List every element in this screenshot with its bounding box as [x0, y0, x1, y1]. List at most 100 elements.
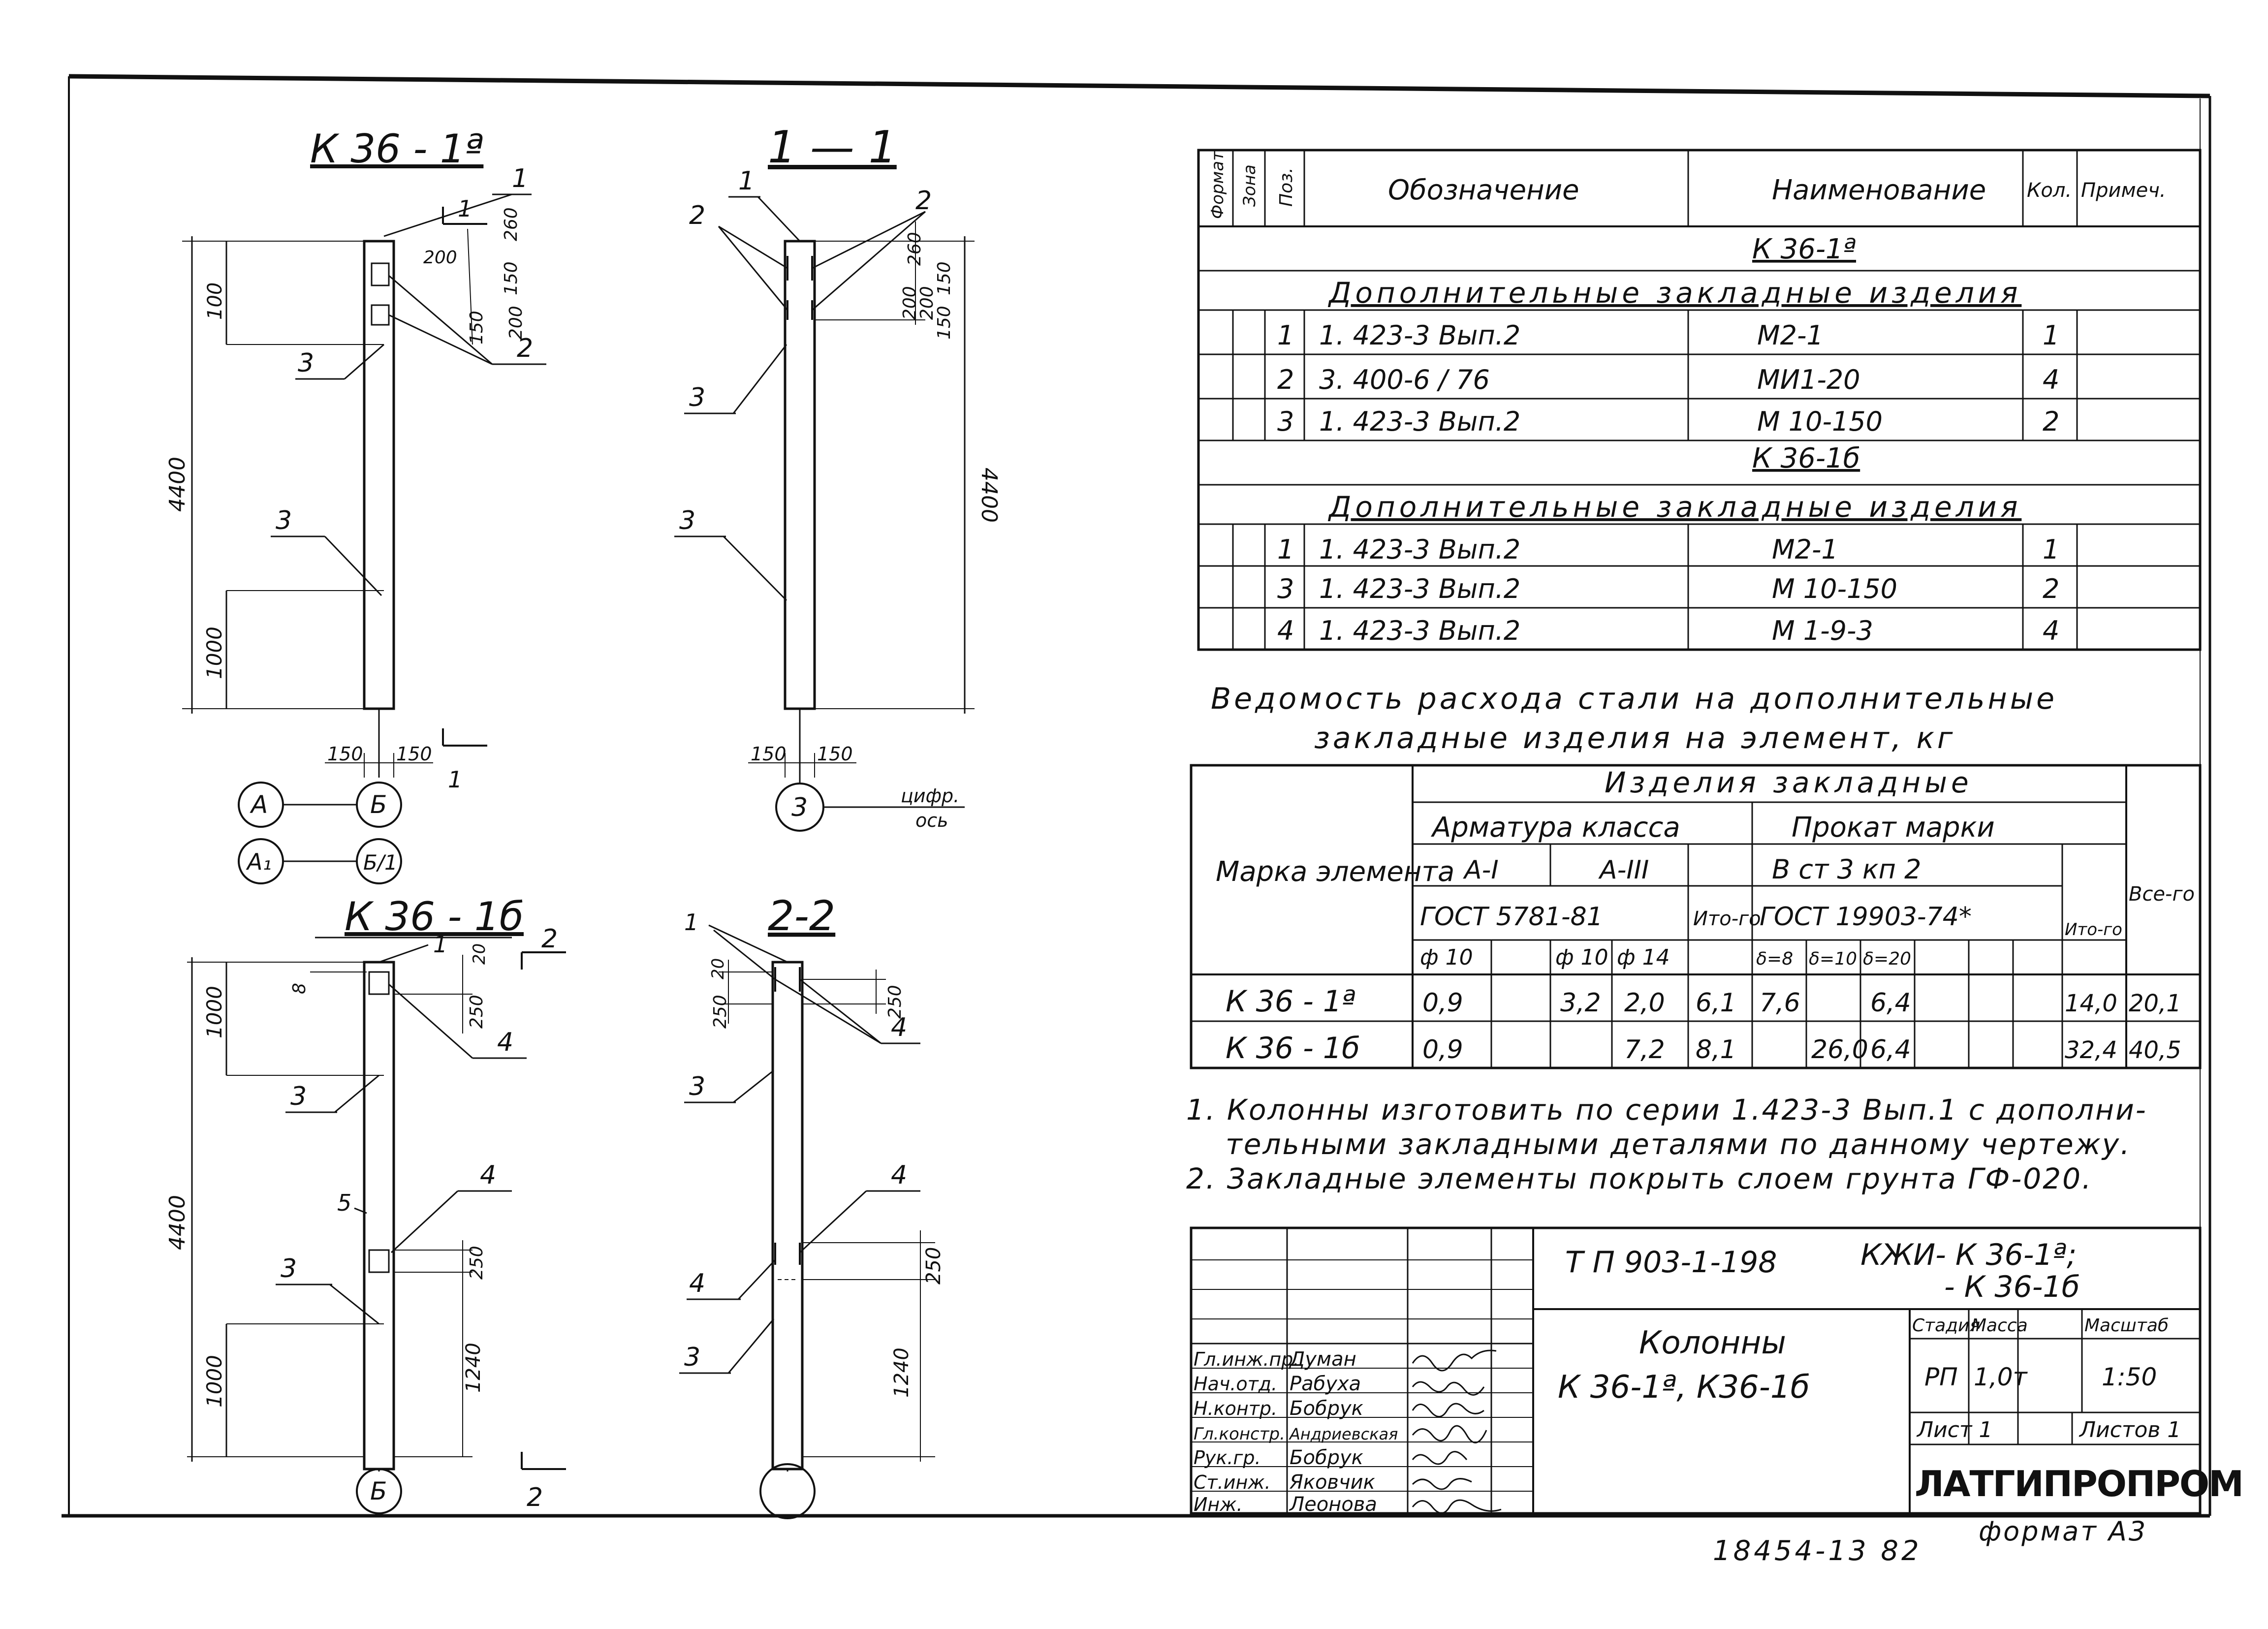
view-title: 1 — 1: [768, 122, 897, 173]
spec-header-designation: Обозначение: [1388, 174, 1579, 206]
dim-label: 260: [905, 232, 925, 266]
spec-cell-pos: 1: [1277, 534, 1294, 565]
callout: 1: [433, 931, 447, 958]
dim-label: 150: [934, 261, 954, 295]
dim-label: 150: [327, 743, 363, 765]
tb-name: Леонова: [1289, 1493, 1377, 1516]
signature: [1412, 1381, 1485, 1396]
spec-cell-qty: 1: [2043, 320, 2059, 351]
steel-header-rolled-gost: ГОСТ 19903-74*: [1760, 902, 1972, 932]
archive-number: 18454-13 82: [1713, 1535, 1922, 1567]
steel-subcol: ф 10: [1555, 945, 1608, 970]
spec-cell-name: М2-1: [1772, 534, 1838, 565]
steel-cell: 26,0: [1811, 1035, 1868, 1065]
axis-bubble: [775, 783, 824, 832]
signature: [1412, 1478, 1472, 1490]
spec-cell-pos: 2: [1277, 364, 1294, 395]
dim-label: 250: [467, 995, 487, 1029]
spec-cell-qty: 2: [2043, 406, 2059, 437]
steel-cell: 7,6: [1760, 988, 1800, 1018]
steel-header-rolled-grade: В ст 3 кп 2: [1772, 854, 1922, 885]
tb-role: Рук.гр.: [1194, 1447, 1261, 1469]
view-title: 2-2: [768, 892, 835, 940]
steel-cell: 20,1: [2129, 990, 2181, 1017]
dim-label: 1240: [462, 1343, 485, 1393]
tb-sheet: Лист 1: [1916, 1417, 1992, 1442]
footer: 18454-13 82 формат А3: [1713, 1516, 2145, 1567]
tb-role: Н.контр.: [1194, 1398, 1277, 1419]
spec-cell-pos: 3: [1277, 573, 1294, 604]
callout: 3: [689, 1072, 705, 1101]
spec-cell-name: М2-1: [1757, 320, 1824, 351]
dim-label: 150: [751, 743, 787, 765]
view-section-2-2: 2-2 250 20 250 250 1240 1 4 3 4: [679, 892, 945, 1519]
tb-mass-label: Масса: [1971, 1316, 2028, 1336]
spec-cell-designation: 1. 423-3 Вып.2: [1319, 406, 1520, 437]
tb-organization: ЛАТГИПРОПРОМ: [1915, 1463, 2243, 1504]
steel-table-title: закладные изделия на элемент, кг: [1314, 721, 1955, 755]
spec-group-subtitle: Дополнительные закладные изделия: [1327, 276, 2021, 310]
steel-cell: 0,9: [1422, 988, 1463, 1018]
steel-header-subtotal: Ито-го: [2065, 920, 2122, 940]
column-body: [363, 961, 395, 1471]
spec-cell-designation: 1. 423-3 Вып.2: [1319, 573, 1520, 604]
view-title: К 36 - 1ª: [310, 126, 483, 172]
dim-label: 200: [506, 306, 526, 340]
spec-header-name: Наименование: [1772, 174, 1986, 206]
steel-subcol: ф 14: [1617, 945, 1670, 970]
note-line: 2. Закладные элементы покрыть слоем грун…: [1186, 1162, 2092, 1195]
section-mark-label: 1: [448, 766, 462, 793]
column-body: [784, 240, 816, 710]
dim-label: 150: [934, 306, 954, 340]
dim-label: 8: [289, 983, 310, 994]
tb-stage: РП: [1924, 1363, 1958, 1391]
callout: 5: [337, 1190, 351, 1216]
dim-label: 150: [501, 261, 521, 295]
steel-cell: 2,0: [1624, 988, 1665, 1018]
callout: 2: [915, 186, 932, 216]
dim-label: 1000: [202, 986, 226, 1038]
spec-group-mark: К 36-1б: [1752, 442, 1860, 474]
tb-name: Рабуха: [1290, 1373, 1361, 1395]
steel-cell: 6,4: [1870, 988, 1911, 1018]
callout: 3: [689, 383, 705, 412]
notes: 1. Колонны изготовить по серии 1.423-3 В…: [1186, 1093, 2147, 1195]
spec-cell-pos: 4: [1277, 615, 1294, 646]
dim-label: 150: [396, 743, 432, 765]
steel-cell: 8,1: [1696, 1035, 1736, 1065]
tb-scale: 1:50: [2102, 1363, 2157, 1391]
callout: 1: [512, 164, 528, 193]
tb-name: Бобрук: [1290, 1446, 1363, 1469]
tb-role: Гл.инж.пр.: [1194, 1348, 1299, 1370]
callout: 1: [684, 909, 698, 936]
tb-mass: 1,0т: [1974, 1363, 2028, 1391]
spec-cell-designation: 1. 423-3 Вып.2: [1319, 534, 1520, 565]
callout: 4: [891, 1160, 907, 1190]
note-line: 1. Колонны изготовить по серии 1.423-3 В…: [1186, 1093, 2147, 1127]
steel-header-a1: А-I: [1463, 855, 1499, 885]
steel-cell: 40,5: [2129, 1036, 2181, 1064]
callout: 4: [497, 1028, 513, 1057]
dim-label: 4400: [165, 457, 190, 512]
tb-name: Думан: [1289, 1348, 1356, 1371]
dim-label: 20: [708, 958, 728, 979]
callout: 2: [689, 201, 705, 230]
axis-letter: Б: [370, 790, 387, 819]
section-mark-label: 2: [527, 1483, 543, 1512]
embed-plate: [371, 304, 390, 326]
steel-row-mark: К 36 - 1ª: [1226, 984, 1355, 1019]
signature: [1412, 1425, 1487, 1443]
tb-name: Андриевская: [1289, 1425, 1398, 1443]
dim-label: 1240: [890, 1347, 913, 1398]
steel-subcol: ф 10: [1420, 945, 1473, 970]
axis-bubble: [356, 1468, 402, 1514]
section-mark-label: 2: [541, 924, 558, 954]
view-title: К 36 - 1б: [345, 894, 524, 940]
steel-cell: 7,2: [1624, 1035, 1665, 1065]
column-body: [771, 961, 804, 1471]
dim-label: 200: [917, 286, 937, 320]
dim-label: 250: [710, 995, 730, 1029]
tb-sheets: Листов 1: [2079, 1417, 2181, 1442]
